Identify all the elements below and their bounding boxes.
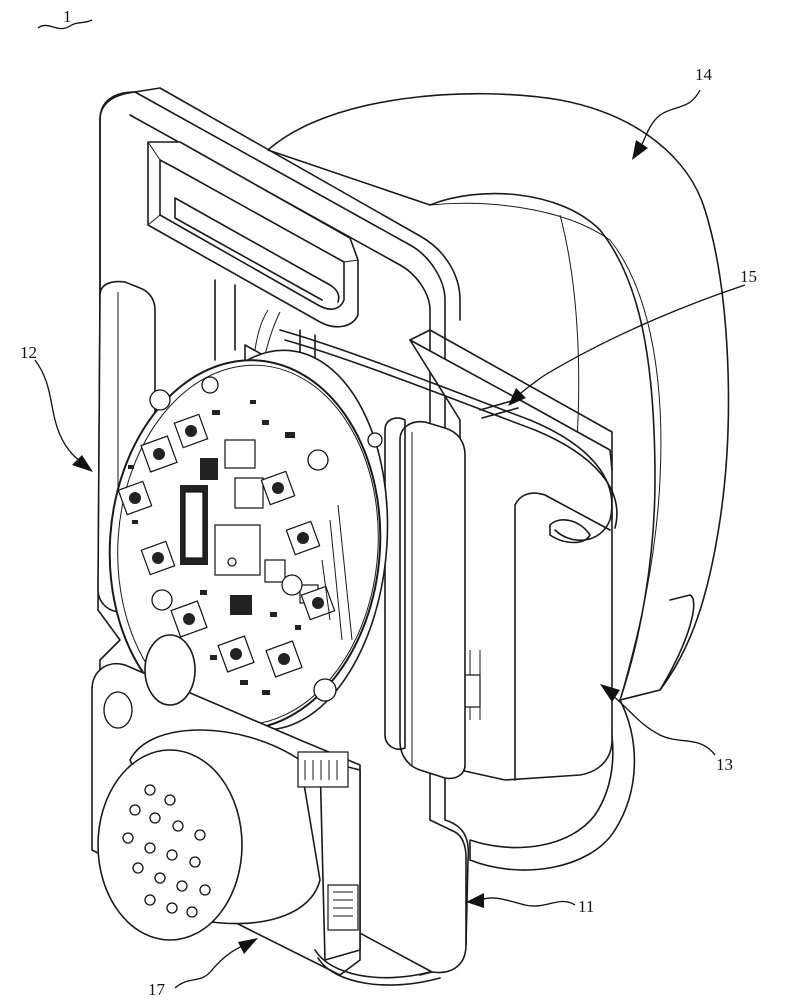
pcb-hole-3 (152, 590, 172, 610)
pcb-pot-4-knob (183, 613, 195, 625)
grille-hole-14 (200, 885, 210, 895)
pcb-hole-2 (308, 450, 328, 470)
pcb-chip-mid (235, 478, 263, 508)
smd-1 (128, 465, 134, 469)
pcb-pot-2-knob (129, 492, 141, 504)
grille-hole-3 (130, 805, 140, 815)
speaker-back-ring (145, 635, 195, 705)
grille-hole-9 (167, 850, 177, 860)
grille-hole-5 (173, 821, 183, 831)
speaker-bracket-hole (104, 692, 132, 728)
ref-label-14: 14 (695, 65, 713, 84)
ref-label-12: 12 (20, 343, 37, 362)
pcb-pot-6-knob (278, 653, 290, 665)
grille-hole-13 (177, 881, 187, 891)
pcb-chip-square (215, 525, 260, 575)
pcb-chip-dot (228, 558, 236, 566)
pcb-chip-upper (225, 440, 255, 468)
pcb-pot-7-knob (312, 597, 324, 609)
pcb-pot-5-knob (230, 648, 242, 660)
pcb-hole-5 (202, 377, 218, 393)
pcb-chip-main-inner (185, 492, 203, 558)
grille-hole-1 (145, 785, 155, 795)
smd-9 (295, 625, 301, 630)
pcb-pot-1-knob (153, 448, 165, 460)
grille-hole-15 (145, 895, 155, 905)
smd-5 (285, 432, 295, 438)
ref-label-17: 17 (148, 980, 166, 999)
front-side-bar-body (400, 422, 465, 779)
ref-label-13: 13 (716, 755, 733, 774)
grille-hole-12 (155, 873, 165, 883)
smd-3 (212, 410, 220, 415)
grille-hole-11 (133, 863, 143, 873)
ref-label-11: 11 (578, 897, 594, 916)
smd-7 (240, 680, 248, 685)
smd-11 (270, 612, 277, 617)
leader-17 (175, 945, 245, 988)
grille-hole-16 (167, 903, 177, 913)
smd-8 (262, 690, 270, 695)
pcb-pot-9-knob (272, 482, 284, 494)
leader-12 (35, 360, 82, 462)
grille-hole-8 (145, 843, 155, 853)
pcb-hole-1 (150, 390, 170, 410)
leader-13 (612, 695, 715, 755)
frame-hole-right (368, 433, 382, 447)
smd-6 (210, 655, 217, 660)
pcb-pot-10-knob (185, 425, 197, 437)
arrowhead-11 (466, 893, 484, 908)
pcb-chip-dark-2 (230, 595, 252, 615)
smd-10 (200, 590, 207, 595)
grille-hole-2 (165, 795, 175, 805)
pcb-pot-8-knob (297, 532, 309, 544)
grille-hole-10 (190, 857, 200, 867)
ref-label-15: 15 (740, 267, 757, 286)
ref-1-group: 1 (38, 7, 92, 29)
pcb-hole-4 (314, 679, 336, 701)
smd-4 (262, 420, 269, 425)
grille-hole-6 (195, 830, 205, 840)
smd-2 (132, 520, 138, 524)
pcb-chip-dark-1 (200, 458, 218, 480)
grille-hole-17 (187, 907, 197, 917)
grille-hole-7 (123, 833, 133, 843)
arrowhead-17 (238, 938, 258, 954)
pcb-mic (282, 575, 302, 595)
pcb-pot-3-knob (152, 552, 164, 564)
leader-11 (480, 898, 575, 906)
pcb-chip-small-1 (265, 560, 285, 582)
smd-12 (250, 400, 256, 404)
grille-hole-4 (150, 813, 160, 823)
ref-label-1: 1 (63, 7, 72, 26)
